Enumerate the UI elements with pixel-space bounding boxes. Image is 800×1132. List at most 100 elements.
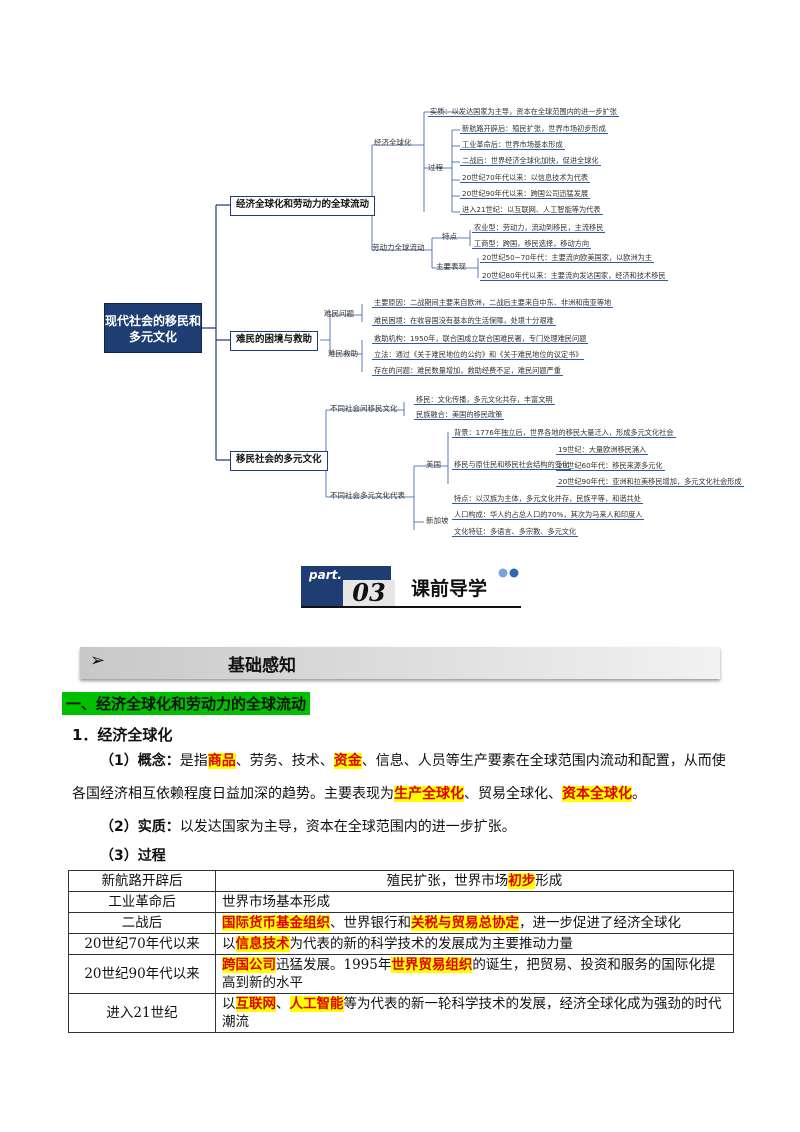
leaf-form-2: 20世纪80年代以来：主要流向发达国家，经济和技术移民 [480, 271, 668, 281]
process-label-paragraph: （3）过程 [72, 840, 728, 873]
node-econ-globalization: 经济全球化 [374, 138, 412, 147]
leaf-feature-1: 农业型：劳动力，流动到移民，主流移民 [472, 223, 606, 233]
text-span: 形成 [535, 873, 563, 889]
leaf-refugee-2: 难民困境：在收容国没有基本的生活保障，处境十分艰难 [372, 316, 556, 326]
leaf-process-4: 20世纪70年代以来：以信息技术为代表 [460, 173, 591, 183]
leaf-usa-4: 20世纪90年代：亚洲和拉美移民增加，多元文化社会形成 [556, 477, 744, 487]
text-span: 为代表的新的科学技术的发展成为主要推动力量 [289, 936, 574, 952]
text-span: ，进一步促进了经济全球化 [519, 915, 681, 931]
leaf-usa-3: 20世纪60年代：移民来源多元化 [556, 461, 665, 471]
banner-number: 03 [343, 580, 395, 606]
text-span: 、贸易全球化、 [464, 786, 562, 802]
highlight-capital: 资金 [333, 753, 362, 769]
table-cell-desc: 以信息技术为代表的新的科学技术的发展成为主要推动力量 [215, 933, 734, 955]
text-span: 、劳务、技术、 [235, 753, 334, 769]
leaf-usa-0: 背景：1776年独立后，世界各地的移民大量迁入，形成多元文化社会 [452, 428, 676, 438]
text-span: 以 [222, 996, 236, 1012]
arrow-bullet-icon: ➢ [90, 650, 106, 671]
highlight-term: 初步 [508, 873, 536, 889]
highlight-term: 跨国公司 [222, 957, 276, 973]
node-usa: 美国 [426, 460, 441, 469]
text-span: 、 [276, 996, 290, 1012]
banner-title: 课前导学 [411, 578, 488, 600]
essence-text: 以发达国家为主导，资本在全球范围内的进一步扩张。 [179, 819, 516, 835]
table-cell-period: 20世纪70年代以来 [68, 933, 216, 955]
text-span: 。 [632, 786, 646, 802]
text-span: 、世界银行和 [330, 915, 411, 931]
mind-map-root: 现代社会的移民和多元文化 [104, 303, 202, 353]
highlight-goods: 商品 [207, 753, 236, 769]
concept-label: （1）概念： [100, 753, 180, 769]
section-title: 基础感知 [228, 656, 296, 676]
table-cell-desc: 以互联网、人工智能等为代表的新一轮科学技术的发展，经济全球化成为强劲的时代潮流 [215, 993, 734, 1033]
table-cell-period: 二战后 [68, 912, 216, 934]
highlight-capital-globalization: 资本全球化 [562, 786, 632, 802]
decor-dots-icon [498, 568, 519, 578]
process-table: 新航路开辟后 殖民扩张，世界市场初步形成 工业革命后 世界市场基本形成 二战后 … [68, 870, 734, 1033]
table-row: 20世纪70年代以来 以信息技术为代表的新的科学技术的发展成为主要推动力量 [68, 933, 734, 955]
leaf-culture-2: 民族融合：美国的移民政策 [414, 410, 505, 420]
leaf-process-2: 工业革命后：世界市场基本形成 [460, 140, 565, 150]
heading-2: 1．经济全球化 [72, 726, 173, 744]
table-cell-desc: 殖民扩张，世界市场初步形成 [215, 870, 734, 892]
leaf-refugee-4: 立法：通过《关于难民地位的公约》和《关于难民地位的议定书》 [372, 350, 585, 360]
leaf-process-3: 二战后：世界经济全球化加快，促进全球化 [460, 156, 601, 166]
table-row: 二战后 国际货币基金组织、世界银行和关税与贸易总协定，进一步促进了经济全球化 [68, 912, 734, 934]
leaf-essence: 实质：以发达国家为主导，资本在全球范围内的进一步扩张 [428, 107, 619, 117]
leaf-refugee-5: 存在的问题：难民数量增加，救助经费不足，难民问题严重 [372, 366, 563, 376]
node-multi-culture: 不同社会多元文化代表 [330, 491, 405, 500]
node-main-forms: 主要表现 [436, 262, 466, 271]
table-cell-desc: 国际货币基金组织、世界银行和关税与贸易总协定，进一步促进了经济全球化 [215, 912, 734, 934]
highlight-term: 人工智能 [289, 996, 344, 1012]
section-header-bar: ➢ 基础感知 [80, 647, 720, 679]
table-row: 20世纪90年代以来 跨国公司迅猛发展。1995年世界贸易组织的诞生，把贸易、投… [68, 954, 734, 994]
table-row: 新航路开辟后 殖民扩张，世界市场初步形成 [68, 870, 734, 892]
node-refugee-cause: 难民问题 [324, 309, 354, 318]
text-span: 的诞生，把贸易、投资和服务的国际化提高到新的水平 [222, 957, 716, 991]
node-refugee-rescue: 难民救助 [328, 349, 358, 358]
table-cell-desc: 世界市场基本形成 [215, 891, 734, 913]
text-span: 是指 [179, 753, 208, 769]
text-span: 殖民扩张，世界市场 [386, 873, 509, 889]
branch-economic-globalization: 经济全球化和劳动力的全球流动 [230, 196, 376, 216]
node-process: 过程 [428, 163, 443, 172]
leaf-process-5: 20世纪90年代以来：跨国公司迅猛发展 [460, 189, 591, 199]
table-cell-period: 工业革命后 [68, 891, 216, 913]
text-span: 迅猛发展。1995年 [276, 957, 392, 973]
table-cell-desc: 跨国公司迅猛发展。1995年世界贸易组织的诞生，把贸易、投资和服务的国际化提高到… [215, 954, 734, 994]
leaf-sg-2: 人口构成：华人约占总人口的70%，其次为马来人和印度人 [452, 510, 645, 520]
node-labor-flow: 劳动力全球流动 [372, 243, 425, 252]
node-singapore: 新加坡 [426, 516, 449, 525]
highlight-production-globalization: 生产全球化 [394, 786, 464, 802]
banner-underline [301, 606, 521, 608]
text-span: 等为代表的新一轮科学技术的发展，经济全球化成为强劲的时代潮流 [222, 996, 722, 1030]
text-span: 、信息、人员等生产要素在全球范围内流动和配置，从而使各国经济相互依赖程度日益加深… [72, 753, 726, 802]
text-span: 世界市场基本形成 [222, 894, 330, 910]
part-banner: part. 03 课前导学 [301, 566, 521, 608]
text-span: 以 [222, 936, 236, 952]
table-row: 进入21世纪 以互联网、人工智能等为代表的新一轮科学技术的发展，经济全球化成为强… [68, 993, 734, 1033]
table-cell-period: 进入21世纪 [68, 993, 216, 1033]
essence-paragraph: （2）实质：以发达国家为主导，资本在全球范围内的进一步扩张。 [72, 811, 728, 844]
node-migrant-culture: 不同社会间移民文化 [330, 404, 398, 413]
leaf-process-1: 新航路开辟后：殖民扩张，世界市场初步形成 [460, 124, 608, 134]
table-cell-period: 新航路开辟后 [68, 870, 216, 892]
table-row: 工业革命后 世界市场基本形成 [68, 891, 734, 913]
leaf-form-1: 20世纪50~70年代：主要流向欧美国家，以欧洲为主 [480, 253, 655, 263]
leaf-process-6: 进入21世纪：以互联网、人工智能等为代表 [460, 205, 603, 215]
heading-1: 一、经济全球化和劳动力的全球流动 [62, 692, 311, 715]
mind-map-connectors [202, 111, 479, 530]
concept-paragraph: （1）概念：是指商品、劳务、技术、资金、信息、人员等生产要素在全球范围内流动和配… [72, 745, 728, 811]
process-label: （3）过程 [100, 848, 166, 864]
highlight-term: 国际货币基金组织 [222, 915, 330, 931]
leaf-feature-2: 工商型：跨国，移民选择，移动方向 [472, 239, 592, 249]
table-cell-period: 20世纪90年代以来 [68, 954, 216, 994]
leaf-usa-1: 移民与原住民和移民社会结构的变化 [452, 460, 572, 470]
branch-multicultural: 移民社会的多元文化 [230, 451, 328, 471]
highlight-term: 关税与贸易总协定 [411, 915, 519, 931]
mind-map: 现代社会的移民和多元文化 经济全球化和劳动力的全球流动 难民的困境与救助 移民社… [0, 0, 800, 560]
leaf-sg-1: 特点：以汉族为主体，多元文化并存，民族平等，和谐共处 [452, 494, 643, 504]
banner-part-label: part. [309, 568, 342, 582]
branch-refugee: 难民的困境与救助 [230, 331, 319, 351]
leaf-culture-1: 移民：文化传播，多元文化共存，丰富文明 [414, 395, 555, 405]
